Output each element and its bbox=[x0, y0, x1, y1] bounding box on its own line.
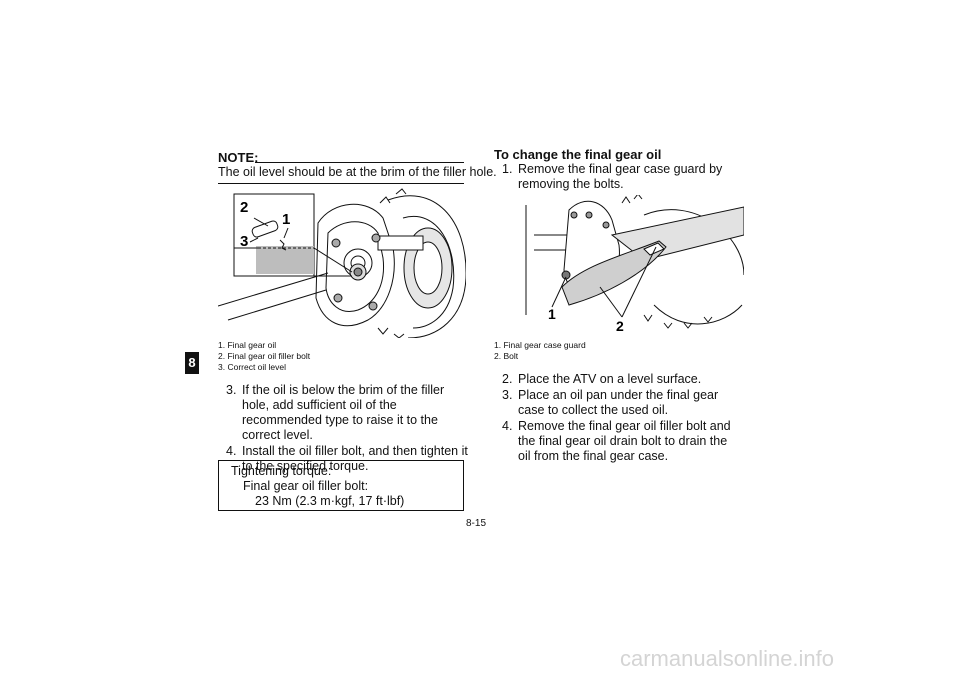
left-steps: 3. If the oil is below the brim of the f… bbox=[218, 383, 468, 475]
step-text: Place the ATV on a level surface. bbox=[518, 372, 702, 386]
section-tab: 8 bbox=[185, 352, 199, 374]
right-figure-captions: 1. Final gear case guard 2. Bolt bbox=[494, 340, 586, 362]
step-text: If the oil is below the brim of the fill… bbox=[242, 383, 445, 442]
callout-2: 2 bbox=[616, 318, 624, 334]
callout-3: 3 bbox=[240, 233, 248, 250]
caption-item: 3. Correct oil level bbox=[218, 362, 287, 372]
step-text: Remove the final gear case guard by remo… bbox=[518, 162, 723, 191]
torque-item: Final gear oil filler bolt: bbox=[243, 479, 369, 493]
step-number: 4. bbox=[226, 444, 237, 458]
page-number: 8-15 bbox=[466, 518, 487, 529]
note-text: The oil level should be at the brim of t… bbox=[218, 165, 497, 179]
step-item: 1. Remove the final gear case guard by r… bbox=[494, 162, 742, 192]
step-item: 4. Install the oil filler bolt, and then… bbox=[218, 444, 468, 474]
callout-1: 1 bbox=[548, 306, 556, 322]
torque-spec-box: Tightening torque: Final gear oil filler… bbox=[218, 460, 464, 511]
left-figure-captions: 1. Final gear oil 2. Final gear oil fill… bbox=[218, 340, 310, 373]
caption-item: 2. Bolt bbox=[494, 351, 519, 361]
step-number: 2. bbox=[502, 372, 513, 386]
watermark: carmanualsonline.info bbox=[620, 646, 835, 671]
step-item: 3. If the oil is below the brim of the f… bbox=[218, 383, 468, 443]
caption-item: 2. Final gear oil filler bolt bbox=[218, 351, 311, 361]
step-item: 3. Place an oil pan under the final gear… bbox=[494, 388, 742, 418]
final-gear-oil-figure: 2 1 3 bbox=[218, 188, 466, 338]
callout-1: 1 bbox=[282, 211, 290, 228]
right-step-1: 1. Remove the final gear case guard by r… bbox=[494, 162, 742, 193]
step-number: 3. bbox=[226, 383, 237, 397]
step-number: 4. bbox=[502, 419, 513, 433]
step-item: 2. Place the ATV on a level surface. bbox=[494, 372, 742, 387]
torque-title: Tightening torque: bbox=[231, 464, 332, 478]
step-number: 3. bbox=[502, 388, 513, 402]
step-text: Remove the final gear oil filler bolt an… bbox=[518, 419, 731, 463]
step-item: 4. Remove the final gear oil filler bolt… bbox=[494, 419, 742, 464]
final-gear-case-guard-figure: 1 2 bbox=[525, 195, 744, 334]
caption-item: 1. Final gear case guard bbox=[494, 340, 586, 350]
step-text: Install the oil filler bolt, and then ti… bbox=[242, 444, 468, 473]
torque-value: 23 Nm (2.3 m·kgf, 17 ft·lbf) bbox=[255, 494, 405, 508]
note-rule bbox=[255, 162, 464, 163]
caption-item: 1. Final gear oil bbox=[218, 340, 277, 350]
callout-2: 2 bbox=[240, 199, 248, 216]
note-rule-bottom bbox=[218, 183, 464, 184]
note-label: NOTE: bbox=[218, 150, 259, 165]
step-number: 1. bbox=[502, 162, 513, 176]
right-steps: 2. Place the ATV on a level surface. 3. … bbox=[494, 372, 742, 465]
section-heading: To change the final gear oil bbox=[494, 147, 662, 162]
step-text: Place an oil pan under the final gear ca… bbox=[518, 388, 719, 417]
